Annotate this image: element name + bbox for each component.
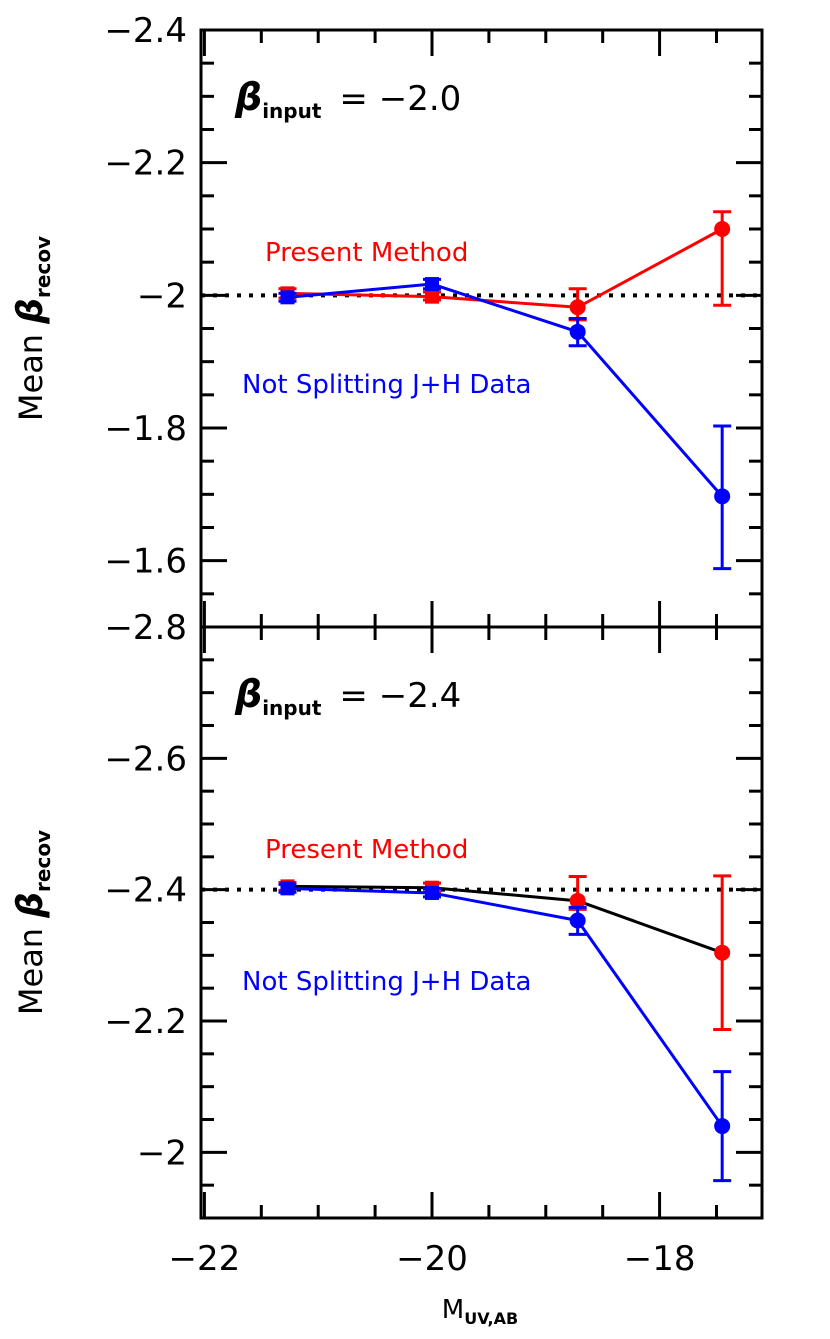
annotation-value: = −2.4 [339,676,461,716]
y-tick-label: −2.4 [104,871,187,911]
y-tick-label: −2.2 [104,144,187,184]
data-point [425,289,439,304]
series-not-splitting [278,881,732,1183]
y-tick-label: −2.4 [104,11,187,51]
data-point [425,885,439,900]
data-point [569,912,586,929]
y-tick-label: −2.8 [104,608,187,648]
data-point [280,290,295,305]
beta-symbol: β [234,75,262,119]
y-axis-label: Mean βrecov [10,830,55,1015]
beta-symbol: β [10,892,51,919]
data-point [569,299,586,316]
data-point [425,277,439,292]
y-tick-label: −2 [137,276,187,316]
series-not-splitting [278,277,732,571]
data-point [714,944,731,961]
subscript: input [262,99,322,123]
y-tick-label: −2.6 [104,739,187,779]
y-tick-label: −1.8 [104,409,187,449]
y-tick-label: −1.6 [104,542,187,582]
series-present-method [278,874,732,1032]
series-line [287,282,724,498]
subscript: UV,AB [464,1309,518,1328]
series-line [287,227,723,309]
x-axis-label: MUV,AB [442,1295,518,1328]
legend-present-method: Present Method [265,238,468,268]
legend-not-splitting: Not Splitting J+H Data [242,967,531,997]
data-point [280,881,295,896]
beta-symbol: β [234,672,262,716]
beta-input-annotation: βinput = −2.4 [234,672,461,720]
panel-bottom: −2.8 −2.6 −2.4 −2.2 −2 −22 −20 −18 Present Metho… [10,608,764,1328]
y-label-text: Mean [12,918,50,1015]
x-tick-label: −22 [169,1239,241,1279]
legend-not-splitting: Not Splitting J+H Data [242,370,531,400]
y-axis-label: Mean βrecov [10,236,55,421]
y-tick-label: −2.2 [104,1002,187,1042]
annotation-value: = −2.0 [339,79,461,119]
data-point [714,221,731,237]
beta-input-annotation: βinput = −2.0 [234,75,461,123]
x-tick-label: −18 [624,1239,696,1279]
subscript: input [262,696,322,720]
x-tick-label: −20 [396,1239,468,1279]
beta-symbol: β [10,298,51,325]
legend-present-method: Present Method [265,835,468,865]
series-line [287,886,724,1127]
subscript: recov [31,236,55,298]
subscript: recov [31,830,55,892]
series-line [287,884,723,955]
y-label-text: Mean [12,324,50,421]
x-label-text: M [442,1295,464,1325]
data-point [714,488,731,505]
data-point [569,323,586,340]
data-point [569,892,586,909]
data-point [714,1118,731,1135]
y-tick-label: −2 [137,1133,187,1173]
